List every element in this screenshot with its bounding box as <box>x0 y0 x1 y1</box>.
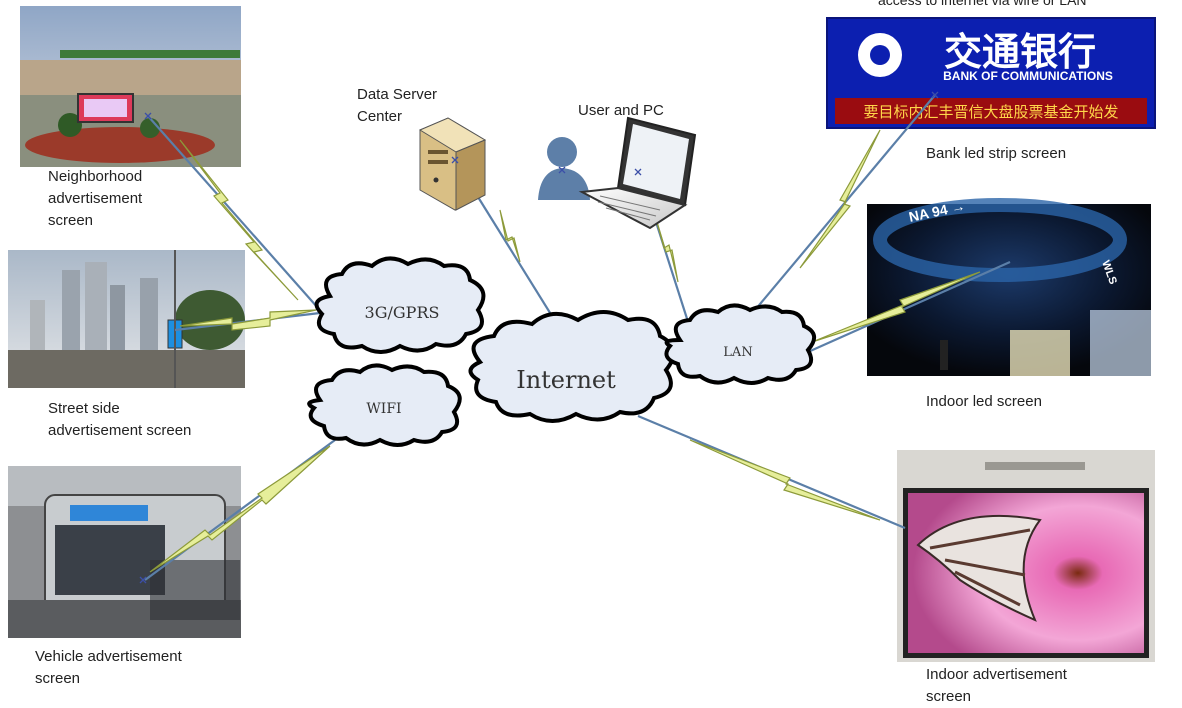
bolt-vehicle <box>149 445 331 573</box>
connector-markers <box>139 91 939 584</box>
cloud-wifi-label: WIFI <box>366 401 401 417</box>
bank-ticker-text: 要目标内汇丰晋信大盘股票基金开始发 <box>863 103 1118 121</box>
cloud-internet: Internet <box>468 310 676 423</box>
bolt-user <box>654 214 679 283</box>
cloud-gprs-label: 3G/GPRS <box>365 303 440 322</box>
cloud-lan: LAN <box>664 303 816 385</box>
label-bank: Bank led strip screen <box>926 145 1067 162</box>
cloud-wifi: WIFI <box>307 363 462 447</box>
bank-chinese-name: 交通银行 <box>944 30 1096 74</box>
user-icon <box>538 137 590 200</box>
server-icon <box>418 117 487 211</box>
bolt-indoorad <box>689 439 881 521</box>
bolt-street <box>179 309 317 331</box>
cloud-3g-gprs: 3G/GPRS <box>314 256 486 354</box>
indoor-led-photo: NA 94 → WLS <box>867 197 1151 376</box>
label-indoor-led: Indoor led screen <box>926 393 1042 410</box>
cloud-internet-label: Internet <box>516 366 616 394</box>
label-indoor-ad: Indoor advertisement screen <box>926 666 1067 705</box>
laptop-icon <box>578 116 697 230</box>
vehicle-photo <box>8 466 241 638</box>
label-neighborhood: Neighborhood advertisement screen <box>48 168 143 229</box>
neighborhood-photo <box>20 6 241 167</box>
link-neighborhood-gprs <box>147 115 319 309</box>
label-street: Street side advertisement screen <box>48 400 192 439</box>
bolt-bank <box>799 129 881 269</box>
link-bank-lan <box>739 94 936 329</box>
street-photo <box>8 250 245 388</box>
indoor-ad-photo <box>897 450 1155 662</box>
bolt-neighborhood <box>179 139 299 301</box>
bolt-server <box>499 209 521 263</box>
cloud-lan-label: LAN <box>723 345 752 360</box>
label-vehicle: Vehicle advertisement screen <box>35 648 182 687</box>
label-user: User and PC <box>578 102 664 119</box>
label-server: Data Server Center <box>357 86 438 125</box>
bank-led-photo: 交通银行 BANK OF COMMUNICATIONS 要目标内汇丰晋信大盘股票… <box>826 17 1156 129</box>
link-indoorled-lan <box>807 260 1011 354</box>
header-note: access to internet via wire or LAN <box>878 0 1087 8</box>
bank-english-name: BANK OF COMMUNICATIONS <box>943 69 1113 83</box>
